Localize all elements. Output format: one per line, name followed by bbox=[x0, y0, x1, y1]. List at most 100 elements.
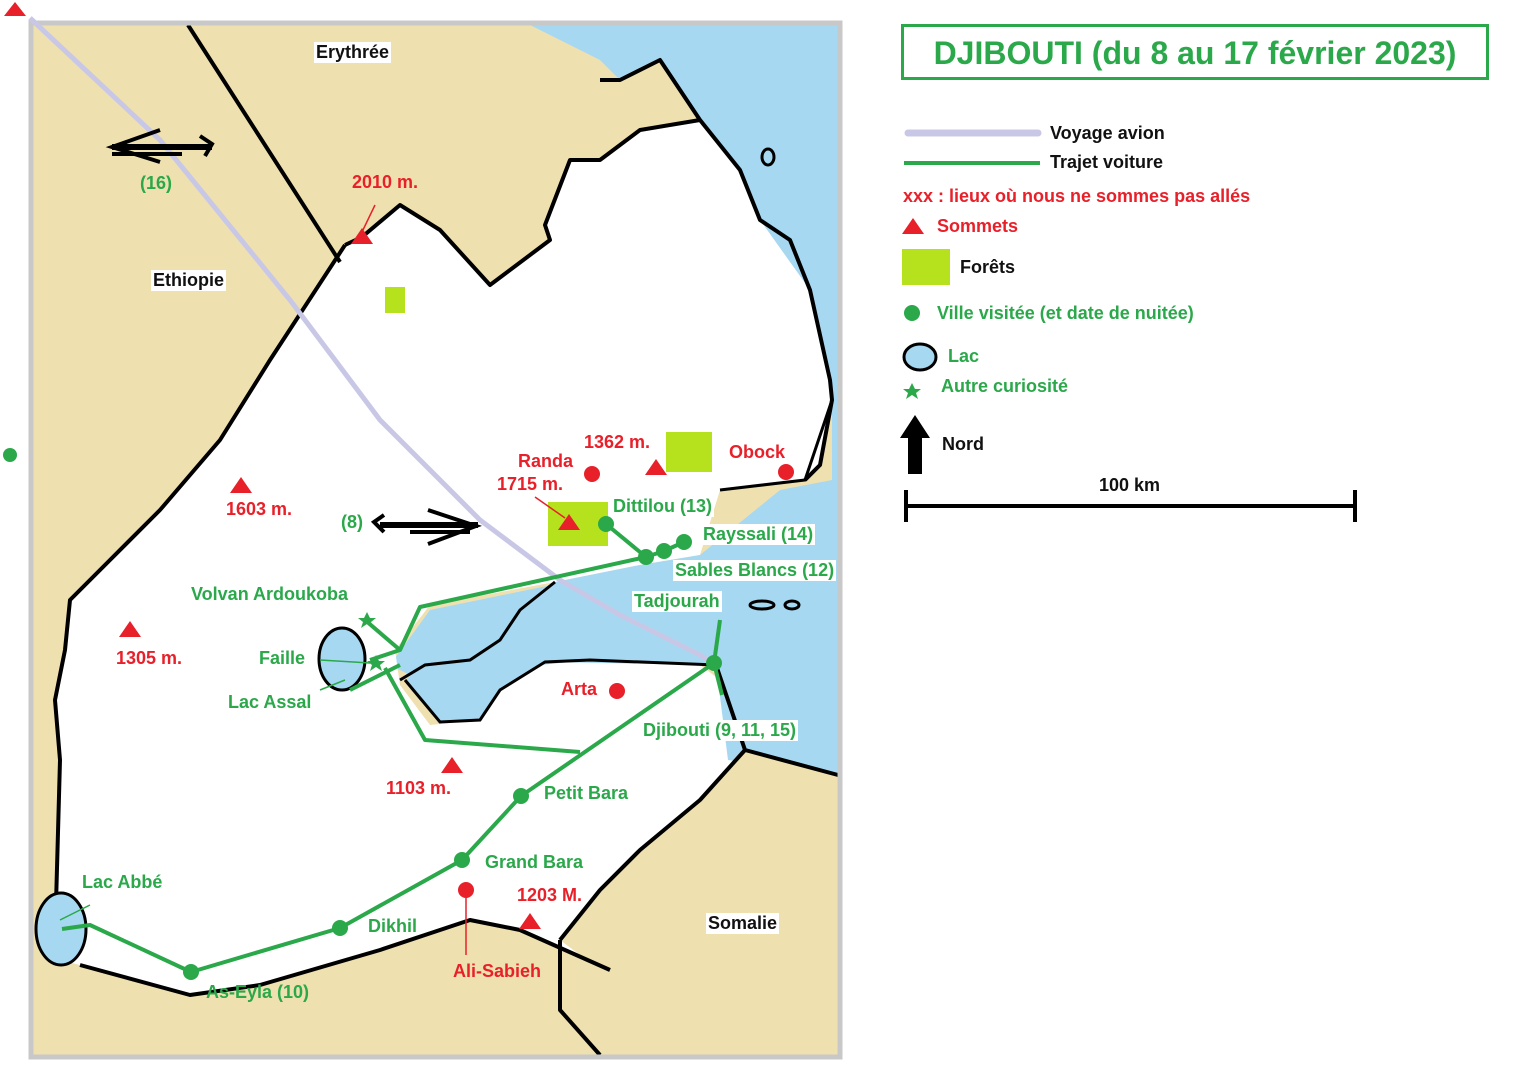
border-south bbox=[79, 918, 611, 997]
lac-abbe-shape bbox=[34, 891, 88, 967]
legend-forests-label: Forêts bbox=[960, 257, 1016, 277]
legend-flight-label: Voyage avion bbox=[1050, 123, 1165, 143]
city-dot-sables-blancs-2 bbox=[656, 543, 672, 559]
forest-patch bbox=[385, 287, 405, 313]
city-dot-dittilou bbox=[598, 516, 614, 532]
label-volcan: Volvan Ardoukoba bbox=[191, 584, 349, 604]
route-car bbox=[604, 522, 648, 559]
summit-icon bbox=[558, 514, 580, 530]
city-dot-dikhil bbox=[332, 920, 348, 936]
border-west bbox=[53, 243, 347, 941]
city-dot-as-eyla bbox=[183, 964, 199, 980]
title-box: DJIBOUTI (du 8 au 17 février 2023) bbox=[901, 24, 1489, 80]
leader-line bbox=[319, 679, 346, 691]
legend-not-visited-note: xxx : lieux où nous ne sommes pas allés bbox=[903, 186, 1251, 206]
summit-icon bbox=[519, 913, 541, 929]
stray-dot bbox=[3, 448, 17, 462]
legend-other-label: Autre curiosité bbox=[941, 376, 1069, 396]
flight-label-return: (16) bbox=[140, 173, 173, 193]
legend-city-label: Ville visitée (et date de nuitée) bbox=[937, 303, 1194, 323]
scale-bar bbox=[904, 490, 1357, 522]
town-label-randa: Randa bbox=[518, 451, 574, 471]
legend-city-icon bbox=[904, 305, 920, 321]
leader-line bbox=[534, 496, 566, 519]
city-dot-grand-bara bbox=[454, 852, 470, 868]
border-coast-north bbox=[600, 58, 834, 482]
peak-label-1603: 1603 m. bbox=[226, 499, 293, 519]
country-label-somalie: Somalie bbox=[706, 913, 780, 934]
star-faille bbox=[367, 655, 385, 671]
town-dot-arta bbox=[609, 683, 625, 699]
gulf-coast-south bbox=[403, 658, 717, 724]
city-label-djibouti: Djibouti (9, 11, 15) bbox=[641, 720, 799, 741]
town-label-ali-sabieh: Ali-Sabieh bbox=[453, 961, 542, 981]
island bbox=[748, 599, 776, 611]
border-somalia bbox=[558, 940, 602, 1057]
peak-label-1203: 1203 M. bbox=[517, 885, 583, 905]
airplane-icon-outbound bbox=[370, 508, 482, 546]
summit-icon bbox=[351, 228, 373, 244]
legend-lake-label: Lac bbox=[948, 346, 980, 366]
leader-line bbox=[319, 659, 371, 664]
country-label-erythree: Erythrée bbox=[314, 42, 392, 63]
border-somalia-2 bbox=[558, 748, 747, 942]
forest-patch bbox=[666, 432, 712, 472]
coast-obock bbox=[719, 399, 834, 492]
summit-icon bbox=[441, 757, 463, 773]
leader-line bbox=[59, 904, 91, 921]
peak-label-1715: 1715 m. bbox=[497, 474, 564, 494]
city-dot-rayssali bbox=[676, 534, 692, 550]
scale-label: 100 km bbox=[1099, 475, 1161, 495]
town-dot-ali-sabieh bbox=[458, 882, 474, 898]
flight-path bbox=[28, 16, 718, 668]
city-label-grand-bara: Grand Bara bbox=[485, 852, 584, 872]
somalie-land bbox=[560, 750, 838, 1055]
city-label-sables-blancs: Sables Blancs (12) bbox=[673, 560, 837, 581]
border-north bbox=[344, 118, 701, 287]
town-label-obock: Obock bbox=[729, 442, 786, 462]
summit-icon bbox=[4, 2, 26, 16]
city-dot-djibouti bbox=[706, 655, 722, 671]
label-lac-assal: Lac Assal bbox=[228, 692, 312, 712]
legend-star-icon bbox=[903, 383, 921, 399]
city-label-as-eyla: As-Eyla (10) bbox=[206, 982, 310, 1002]
peak-label-1305: 1305 m. bbox=[116, 648, 183, 668]
summit-icon bbox=[230, 477, 252, 493]
leader-line bbox=[361, 204, 376, 233]
country-label-ethiopie: Ethiopie bbox=[151, 270, 226, 291]
legend-north-label: Nord bbox=[942, 434, 984, 454]
route-car bbox=[383, 667, 581, 754]
djibouti-territory bbox=[55, 120, 832, 995]
legend-summit-icon bbox=[902, 218, 924, 234]
town-dot-randa bbox=[584, 466, 600, 482]
city-label-dittilou: Dittilou (13) bbox=[611, 496, 714, 517]
city-label-rayssali: Rayssali (14) bbox=[701, 524, 816, 545]
peak-label-1362: 1362 m. bbox=[584, 432, 651, 452]
route-car bbox=[349, 663, 401, 692]
island bbox=[783, 599, 801, 611]
route-car bbox=[369, 555, 647, 662]
north-arrow-icon bbox=[900, 415, 930, 474]
island bbox=[760, 147, 776, 167]
legend-car-label: Trajet voiture bbox=[1050, 152, 1164, 172]
label-lac-abbe: Lac Abbé bbox=[82, 872, 163, 892]
legend-forest-swatch bbox=[902, 249, 950, 285]
gulf-coast bbox=[399, 580, 556, 682]
coast-djibouti bbox=[714, 664, 839, 777]
label-faille: Faille bbox=[259, 648, 306, 668]
flight-label-outbound: (8) bbox=[341, 512, 363, 532]
town-dot-obock bbox=[778, 464, 794, 480]
map-frame bbox=[28, 20, 843, 1060]
star-volcan bbox=[358, 612, 376, 628]
legend-lake-icon bbox=[902, 342, 938, 372]
lac-assal-shape bbox=[317, 626, 367, 692]
border-eritrea-ethiopia bbox=[186, 23, 342, 264]
town-label-arta: Arta bbox=[561, 679, 598, 699]
map-title: DJIBOUTI (du 8 au 17 février 2023) bbox=[933, 35, 1457, 71]
summit-icon bbox=[119, 621, 141, 637]
peak-label-2010: 2010 m. bbox=[352, 172, 419, 192]
city-label-petit-bara: Petit Bara bbox=[544, 783, 629, 803]
city-label-tadjourah: Tadjourah bbox=[632, 591, 722, 612]
peak-label-1103: 1103 m. bbox=[386, 778, 452, 798]
city-dot-petit-bara bbox=[513, 788, 529, 804]
